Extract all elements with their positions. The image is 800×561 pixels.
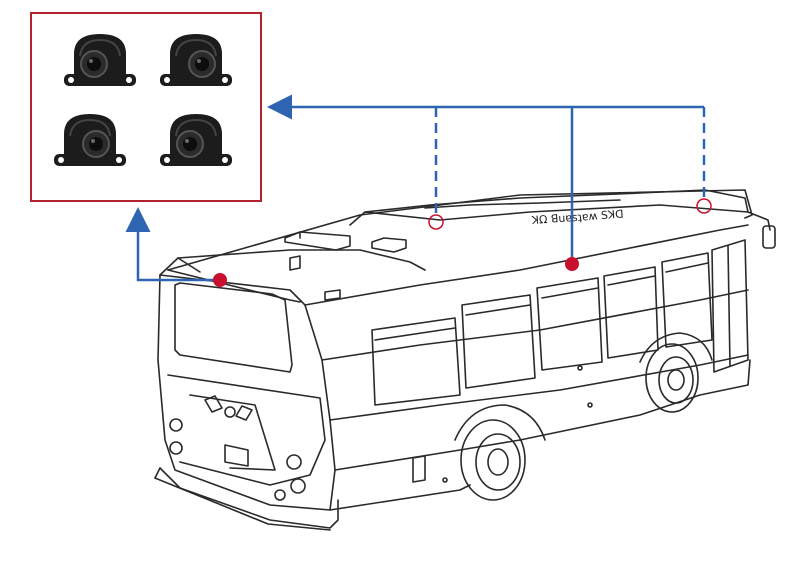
bus-body [154, 189, 776, 531]
camera-3-icon [54, 114, 126, 166]
camera-1-icon [64, 34, 136, 86]
camera-product-panel [30, 12, 262, 202]
camera-4-icon [160, 114, 232, 166]
rear-connector [125, 207, 220, 282]
roof-rear-camera-marker [428, 214, 444, 230]
connector-lines [125, 94, 706, 282]
bus-roof-lettering: ꓘΩ ꓭuɐsʇɐʍ ꓢꓘꓷ [530, 208, 624, 227]
camera-2-icon [160, 34, 232, 86]
side-camera-marker [565, 257, 579, 271]
roof-front-camera-marker [696, 198, 712, 214]
rear-camera-marker [213, 273, 227, 287]
